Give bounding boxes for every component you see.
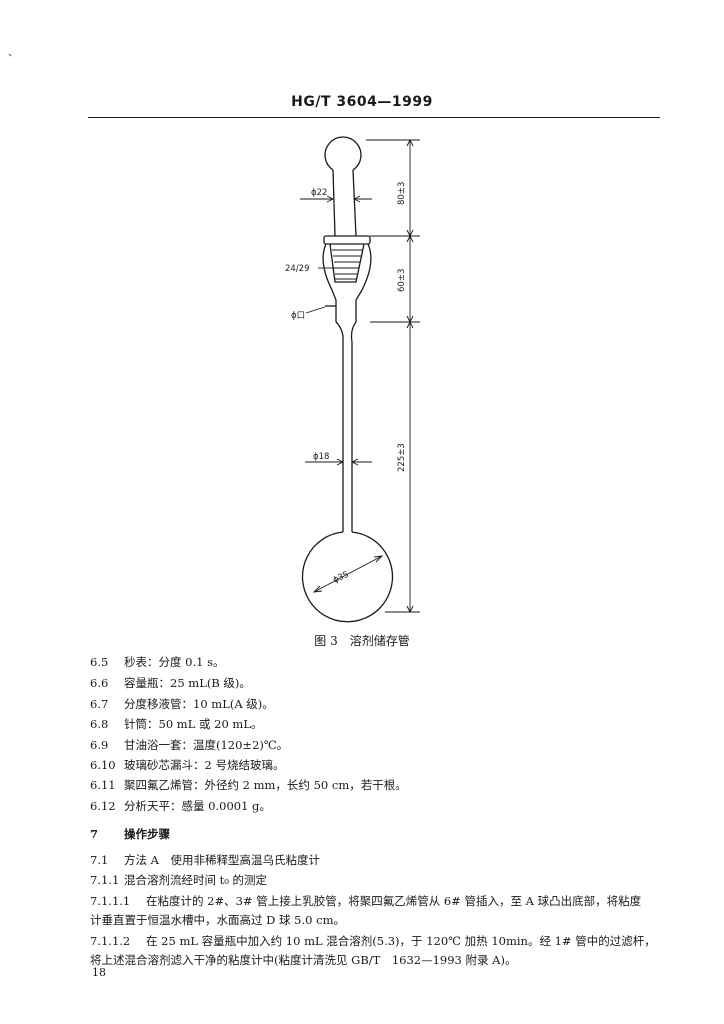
stem-neck-right — [350, 321, 357, 343]
paragraph-line: 计垂直置于恒温水槽中，水面高过 D 球 5.0 cm。 — [90, 913, 345, 927]
caption-title: 溶剂储存管 — [349, 634, 410, 648]
label-dia-bulb: ϕ35 — [331, 570, 350, 586]
upper-tube-left — [332, 169, 336, 237]
solvent-storage-tube-figure: ϕ22 24/29 ϕ口 ϕ18 ϕ35 80±3 60±3 225±3 — [285, 136, 420, 623]
label-dia-top: ϕ22 — [311, 188, 327, 198]
dim-top: 80±3 — [397, 182, 407, 205]
label-dia-stem: ϕ18 — [313, 452, 329, 462]
joint-collar — [323, 235, 371, 245]
upper-tube-right — [352, 169, 357, 237]
dim-middle: 60±3 — [397, 269, 407, 292]
stem-neck-left — [335, 321, 344, 343]
joint-socket — [322, 243, 372, 322]
page-number: 18 — [92, 966, 106, 979]
standard-header: HG/T 3604—1999 — [291, 94, 433, 110]
figure-caption: 图 3 溶剂储存管 — [0, 632, 724, 649]
caption-number: 图 3 — [314, 634, 338, 648]
label-port: ϕ口 — [291, 311, 305, 321]
label-joint: 24/29 — [285, 264, 310, 274]
header-rule — [88, 117, 660, 118]
paragraph-line: 将上述混合溶剂滤入干净的粘度计中(粘度计清洗见 GB/T 1632—1993 附… — [90, 953, 517, 967]
dim-bottom: 225±3 — [397, 443, 407, 472]
ground-joint — [329, 243, 365, 283]
scan-speck: 、 — [8, 48, 18, 59]
top-bulb — [324, 136, 362, 171]
ground-joint-hatching — [332, 249, 362, 280]
bottom-bulb — [301, 531, 394, 623]
